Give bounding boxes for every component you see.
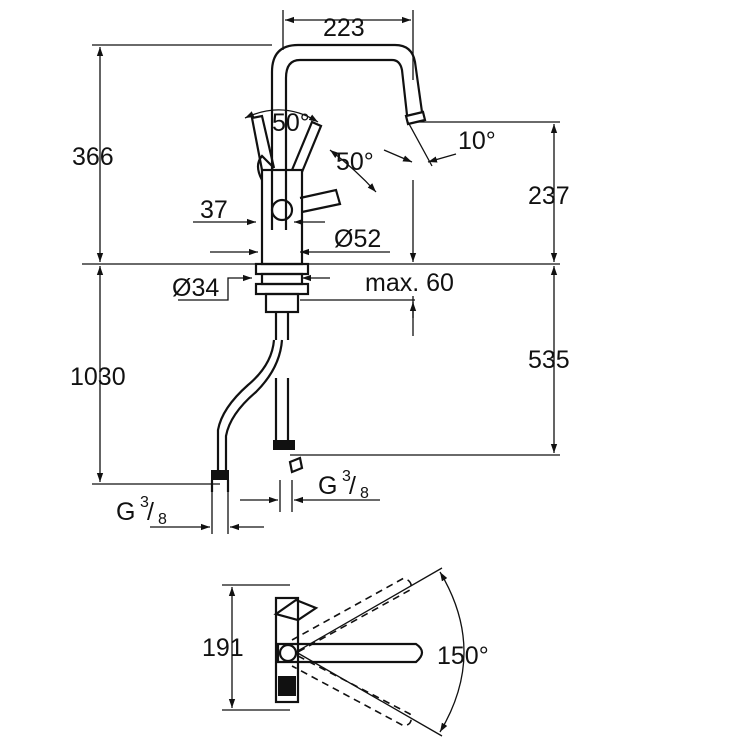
label-depth-connection: 535 [528, 346, 570, 374]
thread-right: G 3 / 8 [318, 468, 369, 502]
svg-text:3: 3 [140, 494, 149, 511]
top-view-lines [222, 567, 465, 737]
top-view: 191 150° [202, 567, 489, 737]
label-width-spout: 223 [323, 14, 365, 42]
label-top-depth: 191 [202, 634, 244, 662]
label-max-counter: max. 60 [365, 269, 454, 297]
dimension-lines [96, 16, 558, 534]
label-angle-lever-left: 50° [272, 109, 310, 137]
svg-text:/: / [147, 498, 154, 526]
svg-text:3: 3 [342, 468, 351, 485]
faucet-body [210, 43, 427, 492]
label-angle-lever-right: 50° [336, 148, 374, 176]
front-view: 223 50° 50° 10° 366 237 37 Ø52 Ø34 max. … [70, 10, 570, 534]
angle-arcs [244, 109, 457, 193]
svg-text:/: / [349, 472, 356, 500]
svg-text:G: G [318, 472, 337, 500]
thread-left: G 3 / 8 [116, 494, 167, 528]
label-height-total: 366 [72, 143, 114, 171]
label-depth-below: 1030 [70, 363, 126, 391]
label-height-outlet: 237 [528, 182, 570, 210]
label-swivel-angle: 150° [437, 642, 489, 670]
extension-lines [82, 10, 560, 485]
label-diameter-body: Ø52 [334, 225, 381, 253]
dimension-labels: 223 50° 50° 10° 366 237 37 Ø52 Ø34 max. … [70, 14, 570, 528]
label-angle-spout-tip: 10° [458, 127, 496, 155]
label-offset-lever: 37 [200, 196, 228, 224]
label-diameter-shank: Ø34 [172, 274, 219, 302]
svg-text:8: 8 [158, 511, 167, 528]
top-view-body [273, 577, 424, 727]
svg-text:8: 8 [360, 485, 369, 502]
svg-text:G: G [116, 498, 135, 526]
